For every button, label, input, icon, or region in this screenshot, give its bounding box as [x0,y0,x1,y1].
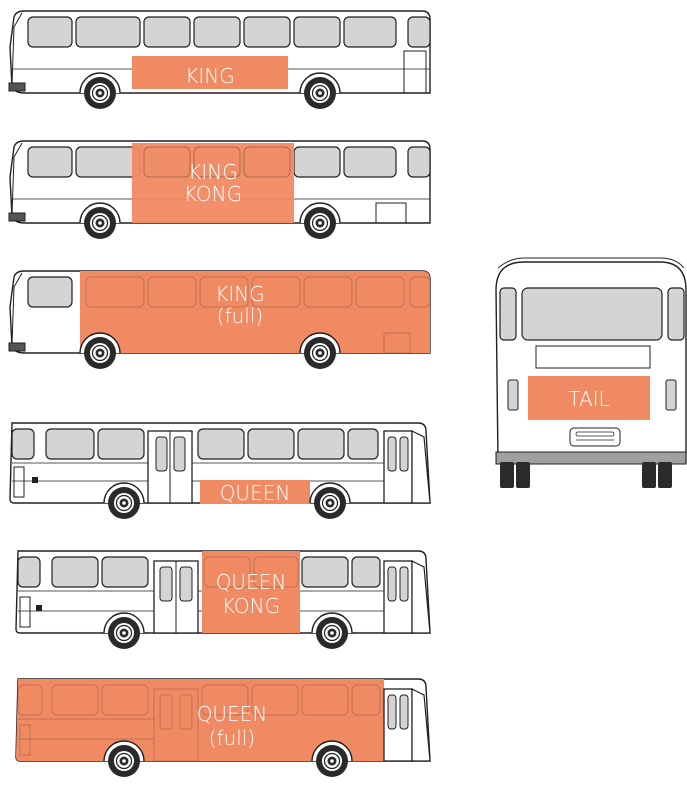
ad-label-line-1: QUEEN [197,702,268,726]
license-plate [570,428,620,446]
tire [500,462,514,488]
bus-queen: QUEEN [10,423,430,519]
ad-label: QUEEN [220,481,291,505]
rear-wheel [316,617,348,649]
rear-light-left [508,380,518,410]
front-wheel [108,487,140,519]
front-wheel [108,617,140,649]
bumper [9,213,25,221]
bus-king-full: KING (full) [9,271,430,369]
ad-label-line-2: KONG [222,594,280,618]
windows [28,17,430,47]
ad-label-line-1: KING [188,160,237,184]
front-wheel [84,207,116,239]
front-door [384,689,412,761]
front-door [384,431,412,503]
ad-label-line-1: QUEEN [216,570,287,594]
rear-wheel [304,337,336,369]
rear-wheel [304,207,336,239]
front-door [384,561,412,633]
rear-wheel [314,487,346,519]
bus-queen-kong: QUEEN KONG [16,551,430,649]
bus-queen-full: QUEEN (full) [16,679,430,777]
ad-label: TAIL [568,387,609,411]
ad-label: KING [185,64,234,88]
front-wheel [84,77,116,109]
bumper [9,83,25,91]
rear-light-right [666,380,676,410]
tire [642,462,656,488]
rear-wheel [304,77,336,109]
tire [516,462,530,488]
tire [658,462,672,488]
ad-label-line-1: KING [215,282,264,306]
rear-wheel [316,745,348,777]
rear-windows [500,288,684,340]
middle-door [154,561,198,633]
ad-label-line-2: (full) [217,304,263,328]
front-window [28,277,72,307]
front-wheel [84,337,116,369]
bus-tail: TAIL [496,258,686,488]
ad-label-line-2: (full) [209,726,255,750]
ad-label-line-2: KONG [184,182,242,206]
bus-king-kong: KING KONG [9,141,430,239]
bumper [9,343,25,351]
front-wheel [108,745,140,777]
middle-door [148,431,192,503]
bus-king: KING [9,11,430,109]
